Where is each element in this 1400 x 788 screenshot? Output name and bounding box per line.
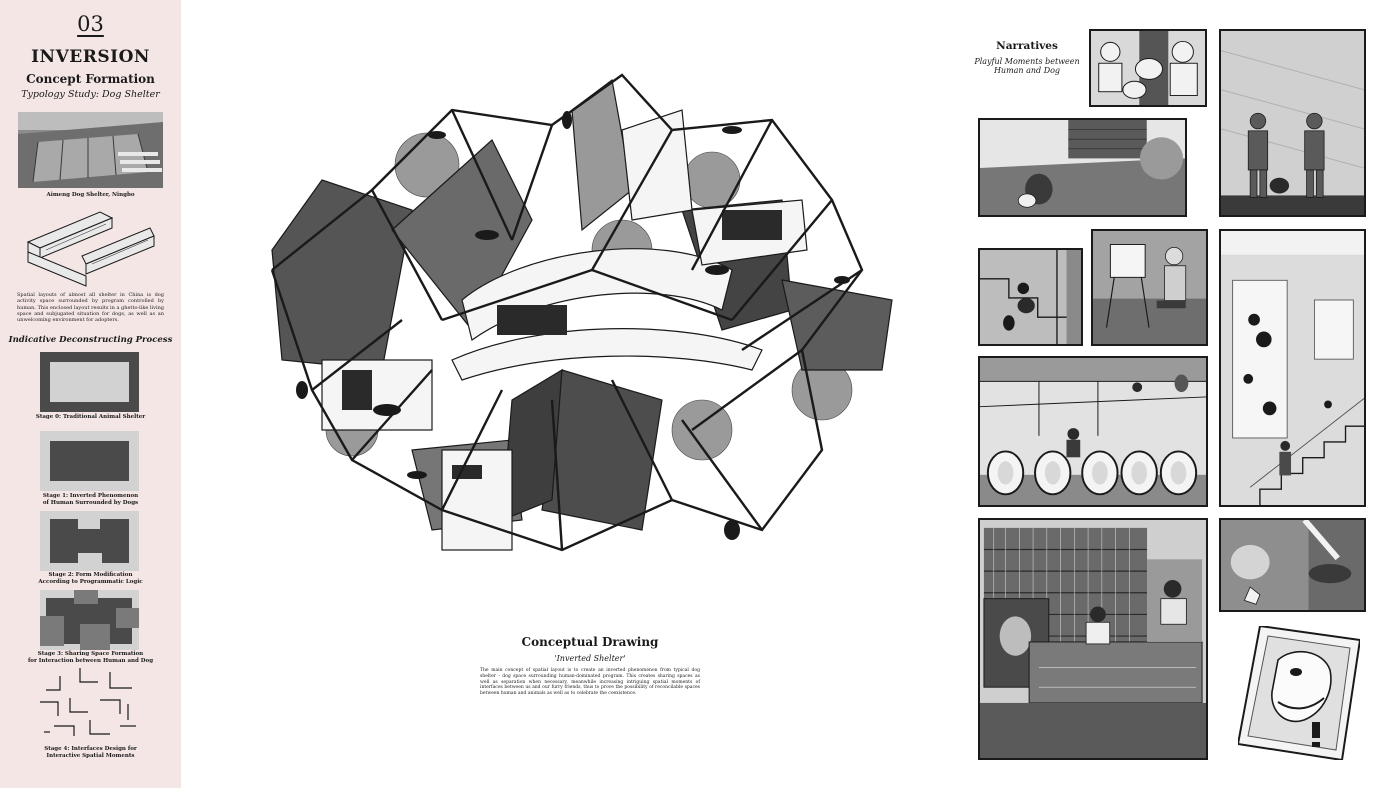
stage-0-caption: Stage 0: Traditional Animal Shelter [35, 414, 146, 420]
narrative-panel-stairs-child [978, 248, 1083, 346]
process-heading: Indicative Deconstructing Process [8, 335, 173, 345]
narrative-panel-tunnel-rings [978, 356, 1208, 507]
section-title: INVERSION [31, 47, 150, 67]
narrative-panel-dogs-portrait [1089, 29, 1207, 107]
isometric-layout-diagram [26, 211, 155, 287]
typology-label: Typology Study: Dog Shelter [21, 89, 160, 100]
photo-caption: Aimeng Dog Shelter, Ningbo [46, 192, 135, 198]
conceptual-drawing-text: The main concept of spatial layout is to… [480, 668, 700, 697]
section-number: 03 [77, 12, 104, 36]
conceptual-drawing-subtitle: 'Inverted Shelter' [554, 654, 626, 663]
stage-3-diagram [40, 590, 139, 650]
inverted-shelter-drawing [270, 73, 893, 552]
narrative-panel-dog-interaction [1219, 518, 1366, 612]
stage-0-diagram [40, 352, 139, 412]
narrative-panel-painter [1091, 229, 1208, 346]
narratives-title: Narratives [996, 40, 1058, 52]
narrative-panel-walking-people [1219, 29, 1366, 217]
shelter-photo [18, 112, 163, 188]
conceptual-drawing-title: Conceptual Drawing [521, 635, 659, 649]
narrative-panel-park-scene [978, 118, 1187, 217]
narrative-panel-library [978, 518, 1208, 760]
stage-2-diagram [40, 511, 139, 571]
framed-dog-portrait [1238, 626, 1360, 760]
concept-sidebar: 03 INVERSION Concept Formation Typology … [0, 0, 181, 788]
stage-4-diagram [40, 668, 136, 736]
section-subtitle: Concept Formation [26, 72, 155, 86]
layout-paragraph: Spatial layouts of almost all shelter in… [17, 292, 164, 324]
stage-1-diagram [40, 431, 139, 491]
narrative-panel-gallery-stairs [1219, 229, 1366, 507]
